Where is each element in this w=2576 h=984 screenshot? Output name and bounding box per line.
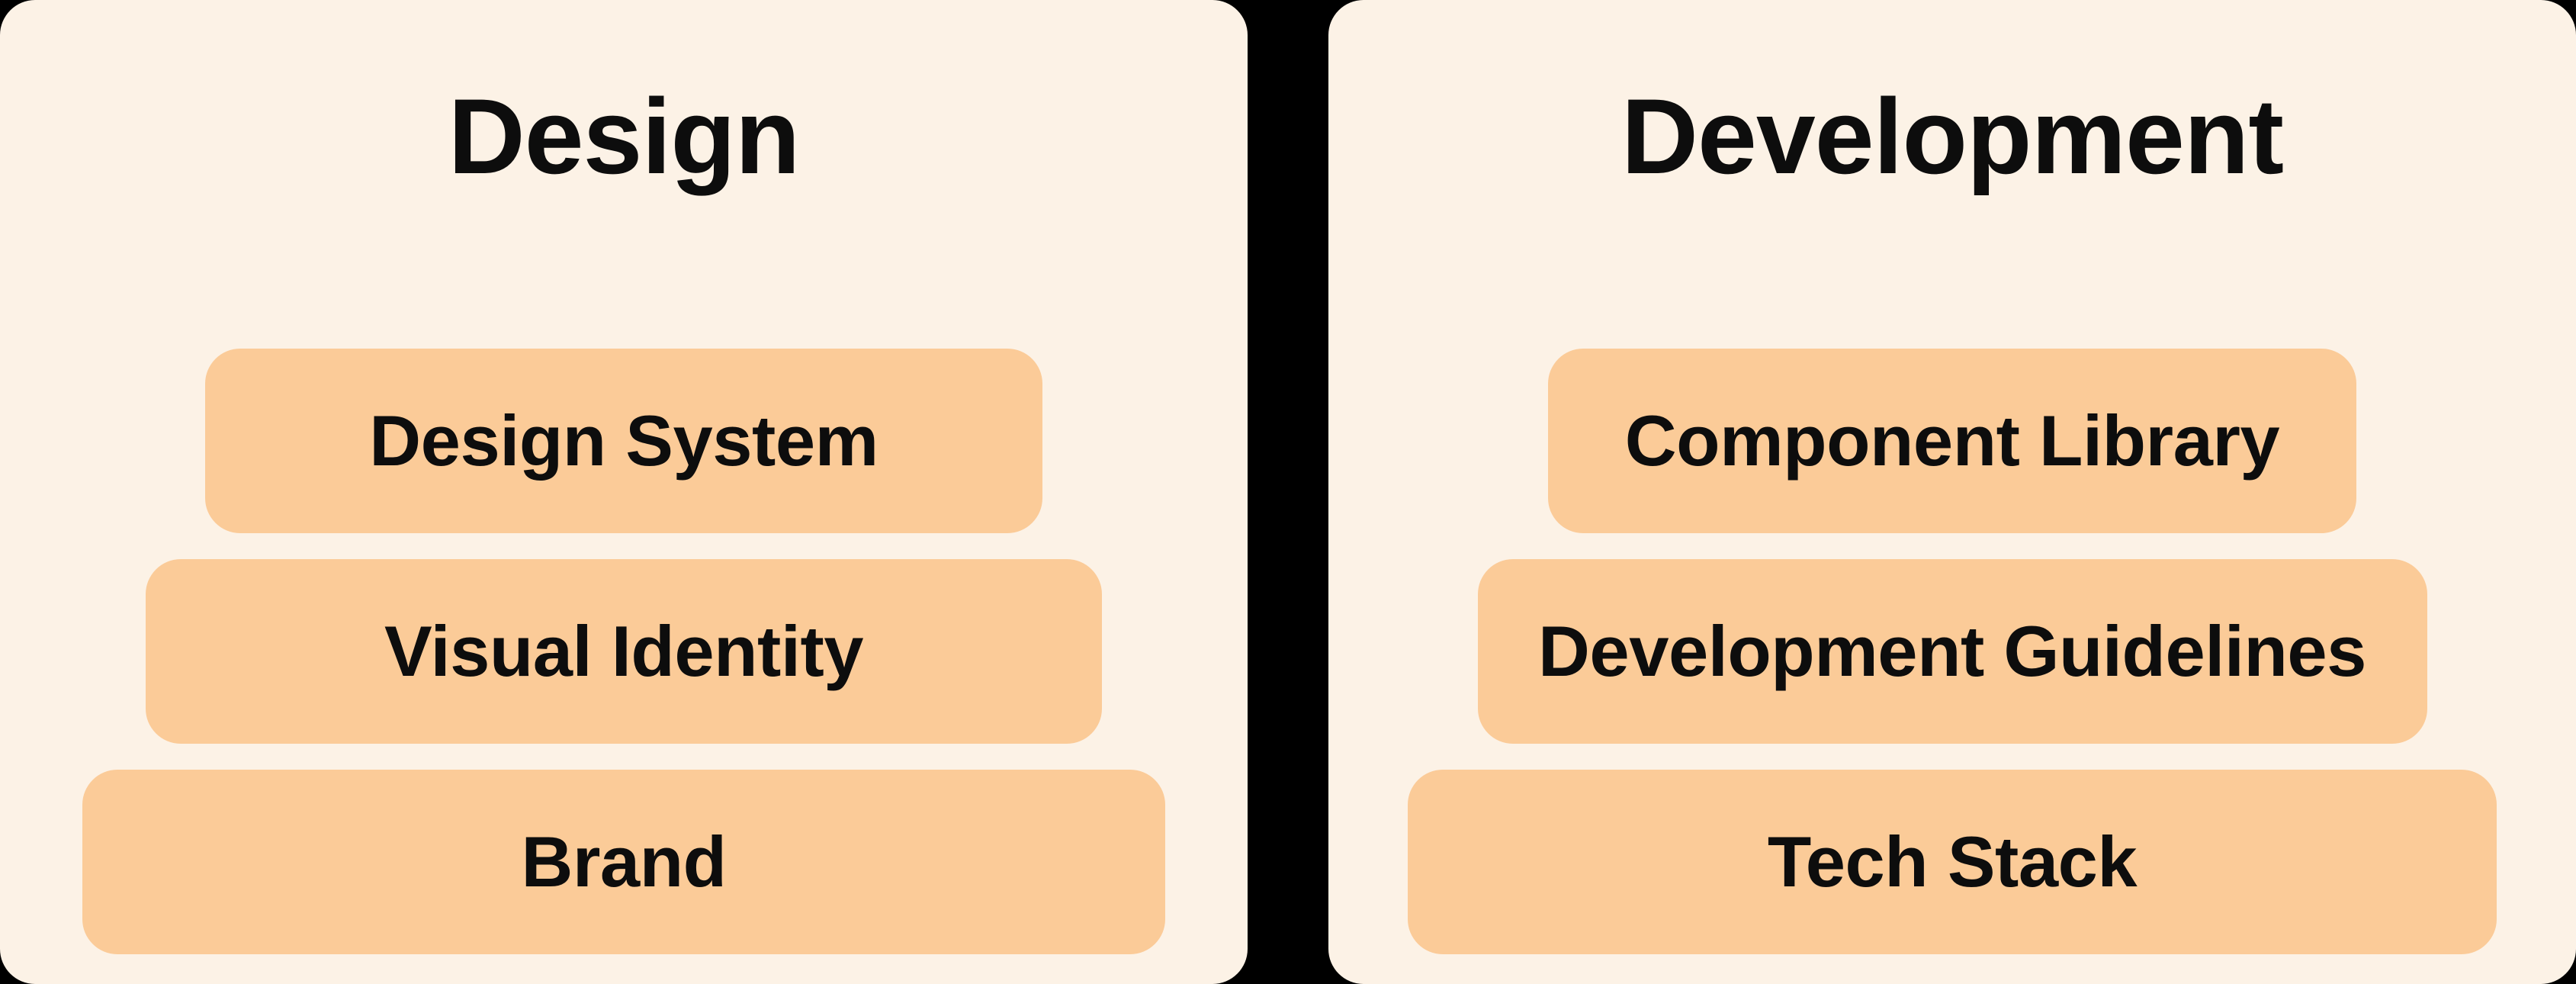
design-card: Design Design System Visual Identity Bra… <box>0 0 1248 984</box>
development-guidelines-node[interactable]: Development Guidelines <box>1477 558 2427 744</box>
development-pill-stack: Component Library Development Guidelines… <box>1408 348 2497 954</box>
component-library-node-label: Component Library <box>1624 400 2280 481</box>
tech-stack-node-label: Tech Stack <box>1767 821 2138 902</box>
component-library-node[interactable]: Component Library <box>1548 348 2356 533</box>
visual-identity-node[interactable]: Visual Identity <box>146 558 1102 744</box>
development-guidelines-node-label: Development Guidelines <box>1538 610 2366 691</box>
design-system-node-label: Design System <box>369 400 878 481</box>
visual-identity-node-label: Visual Identity <box>384 610 864 691</box>
brand-node[interactable]: Brand <box>82 769 1165 954</box>
design-card-title: Design <box>448 76 801 196</box>
development-card-title: Development <box>1620 76 2284 196</box>
design-pill-stack: Design System Visual Identity Brand <box>82 348 1165 954</box>
tech-stack-node[interactable]: Tech Stack <box>1408 769 2497 954</box>
design-system-node[interactable]: Design System <box>205 348 1042 533</box>
brand-node-label: Brand <box>521 821 727 902</box>
development-card: Development Component Library Developmen… <box>1328 0 2576 984</box>
